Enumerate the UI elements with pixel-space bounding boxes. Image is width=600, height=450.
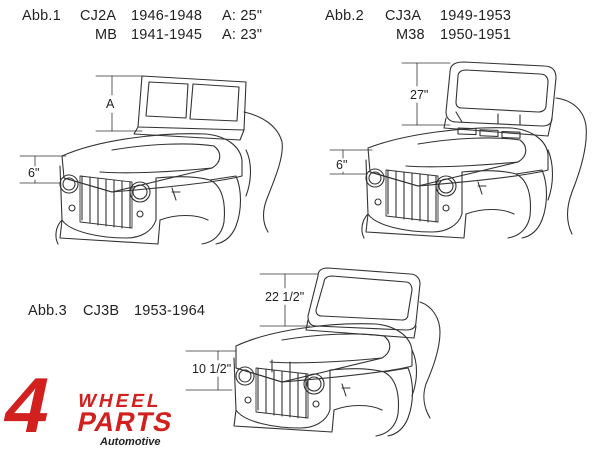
jeep-cj2a-drawing — [19, 75, 283, 245]
fig3-model-1: CJ3B — [83, 303, 120, 319]
fig2-windshield-dim: 27" — [410, 88, 429, 102]
fig1-model-2: MB — [95, 27, 118, 43]
logo-number: 4 — [0, 361, 59, 449]
fig1-label: Abb.1 — [22, 8, 61, 24]
fig1-hood-dim: 6" — [28, 166, 40, 180]
fig2-years-2: 1950-1951 — [440, 27, 512, 43]
fig3-years-1: 1953-1964 — [134, 303, 206, 319]
four-wheel-parts-logo: 4 WHEEL PARTS Automotive — [0, 361, 200, 450]
fig1-dim-2: A: 23" — [222, 27, 263, 43]
fig3-label: Abb.3 — [28, 303, 67, 319]
fig2-model-2: M38 — [396, 27, 425, 43]
logo-tagline: Automotive — [100, 436, 161, 448]
fig1-years-2: 1941-1945 — [131, 27, 203, 43]
jeep-cj3a-drawing — [329, 61, 587, 239]
fig2-years-1: 1949-1953 — [440, 8, 512, 24]
jeep-cj3b-drawing — [185, 267, 441, 437]
fig1-years-1: 1946-1948 — [131, 8, 203, 24]
logo-word-parts: PARTS — [74, 407, 176, 437]
fig3-windshield-dim: 22 1/2" — [265, 290, 305, 304]
fig2-hood-dim: 6" — [336, 158, 348, 172]
fig3-hood-dim: 10 1/2" — [192, 362, 232, 376]
fig2-label: Abb.2 — [325, 8, 364, 24]
fig2-model-1: CJ3A — [385, 8, 422, 24]
fig1-windshield-dim: A — [106, 97, 115, 111]
fig1-model-1: CJ2A — [80, 8, 117, 24]
fig1-dim-1: A: 25" — [222, 8, 263, 24]
